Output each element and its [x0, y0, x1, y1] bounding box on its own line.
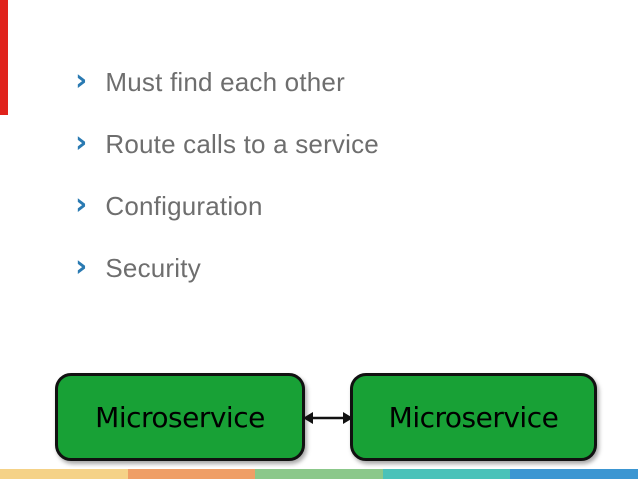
slide-accent-bar — [0, 0, 8, 115]
footer-segment-yellow — [0, 469, 128, 479]
double-arrow-icon — [302, 405, 354, 431]
chevron-bullet-icon: › — [75, 249, 88, 284]
microservice-box-right: Microservice — [350, 373, 597, 461]
chevron-bullet-icon: › — [75, 63, 88, 98]
bullet-item: › Route calls to a service — [75, 128, 379, 160]
bullet-text: Route calls to a service — [105, 129, 379, 159]
bullet-text: Security — [105, 253, 201, 283]
microservice-box-label: Microservice — [388, 400, 559, 434]
footer-segment-green — [255, 469, 383, 479]
footer-segment-teal — [382, 469, 511, 479]
microservice-box-left: Microservice — [55, 373, 305, 461]
footer-segment-blue — [510, 469, 638, 479]
bullet-item: › Must find each other — [75, 66, 345, 98]
footer-color-bar — [0, 469, 638, 479]
chevron-bullet-icon: › — [75, 187, 88, 222]
footer-segment-orange — [127, 469, 256, 479]
chevron-bullet-icon: › — [75, 125, 88, 160]
bullet-text: Must find each other — [105, 67, 345, 97]
bullet-item: › Configuration — [75, 190, 263, 222]
microservice-box-label: Microservice — [95, 400, 265, 434]
bullet-item: › Security — [75, 252, 201, 284]
bullet-text: Configuration — [105, 191, 263, 221]
